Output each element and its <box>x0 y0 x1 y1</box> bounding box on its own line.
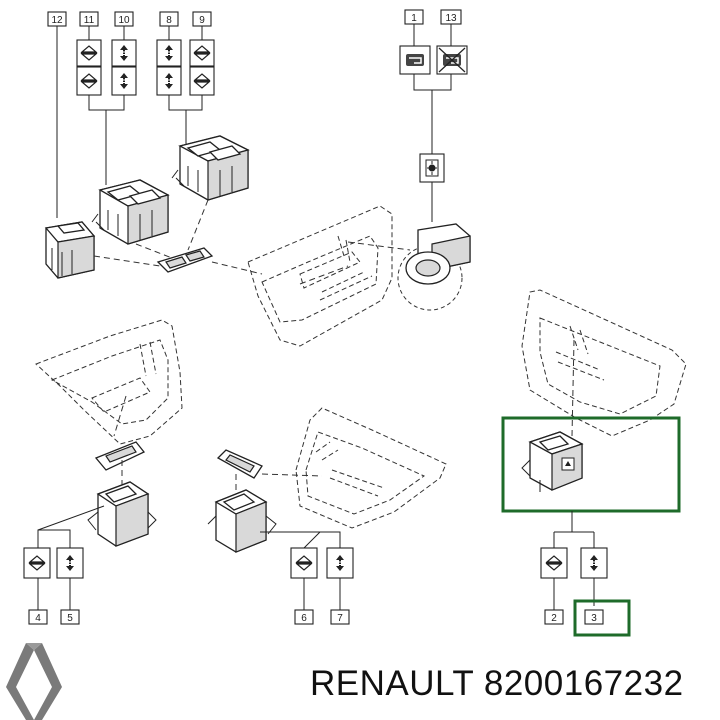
callout-4: 4 <box>28 609 48 625</box>
callout-7: 7 <box>330 609 350 625</box>
door-armrest-trim <box>156 247 214 273</box>
svg-text:5: 5 <box>67 613 73 624</box>
svg-text:2: 2 <box>551 613 557 624</box>
front-door-outline <box>247 205 393 347</box>
callout-9: 9 <box>192 11 212 27</box>
part-number: 8200167232 <box>483 664 684 703</box>
svg-text:8: 8 <box>166 15 172 26</box>
single-window-switch <box>44 221 96 279</box>
rear-left-switch-bezel <box>94 441 146 471</box>
rear-left-window-switch <box>87 481 157 547</box>
window-up-down-icon-5 <box>540 547 568 579</box>
window-up-down-icon <box>76 39 102 96</box>
mirror-control-knob <box>397 223 471 311</box>
callout-13: 13 <box>440 9 462 25</box>
window-auto-icon-2 <box>156 39 182 96</box>
svg-text:13: 13 <box>445 13 457 24</box>
svg-text:12: 12 <box>51 15 63 26</box>
svg-text:6: 6 <box>301 613 307 624</box>
svg-text:7: 7 <box>337 613 343 624</box>
callout-3: 3 <box>573 599 631 637</box>
window-auto-icon-5 <box>580 547 608 579</box>
callout-8: 8 <box>159 11 179 27</box>
passenger-window-switch <box>521 431 584 492</box>
callout-10: 10 <box>114 11 134 27</box>
rear-left-door-outline <box>35 319 183 445</box>
rear-right-window-switch <box>207 489 277 553</box>
callout-5: 5 <box>60 609 80 625</box>
window-auto-icon-4 <box>326 547 354 579</box>
svg-text:3: 3 <box>591 613 597 624</box>
svg-text:1: 1 <box>411 13 417 24</box>
brand-name: RENAULT <box>310 664 474 703</box>
svg-text:11: 11 <box>84 15 95 26</box>
callout-2: 2 <box>544 609 564 625</box>
mirror-adjust-icon <box>419 153 445 183</box>
double-window-switch-left <box>91 179 170 245</box>
double-window-switch-right <box>171 135 250 201</box>
window-up-down-icon-3 <box>23 547 51 579</box>
passenger-door-outline <box>521 289 687 437</box>
rear-right-door-outline <box>295 407 447 529</box>
svg-text:4: 4 <box>35 613 41 624</box>
part-caption: RENAULT 8200167232 <box>310 664 684 704</box>
window-up-down-icon-4 <box>290 547 318 579</box>
callout-6: 6 <box>294 609 314 625</box>
mirror-fold-icon <box>399 45 468 75</box>
svg-text:10: 10 <box>118 15 130 26</box>
rear-right-switch-bezel <box>216 449 263 479</box>
window-auto-icon-3 <box>56 547 84 579</box>
window-up-down-icon-2 <box>189 39 215 96</box>
callout-12: 12 <box>47 11 67 27</box>
svg-text:9: 9 <box>199 15 205 26</box>
callout-1: 1 <box>404 9 424 25</box>
callout-11: 11 <box>79 11 99 27</box>
window-auto-icon <box>111 39 137 96</box>
highlight-frame <box>501 416 681 513</box>
renault-logo <box>6 643 62 720</box>
